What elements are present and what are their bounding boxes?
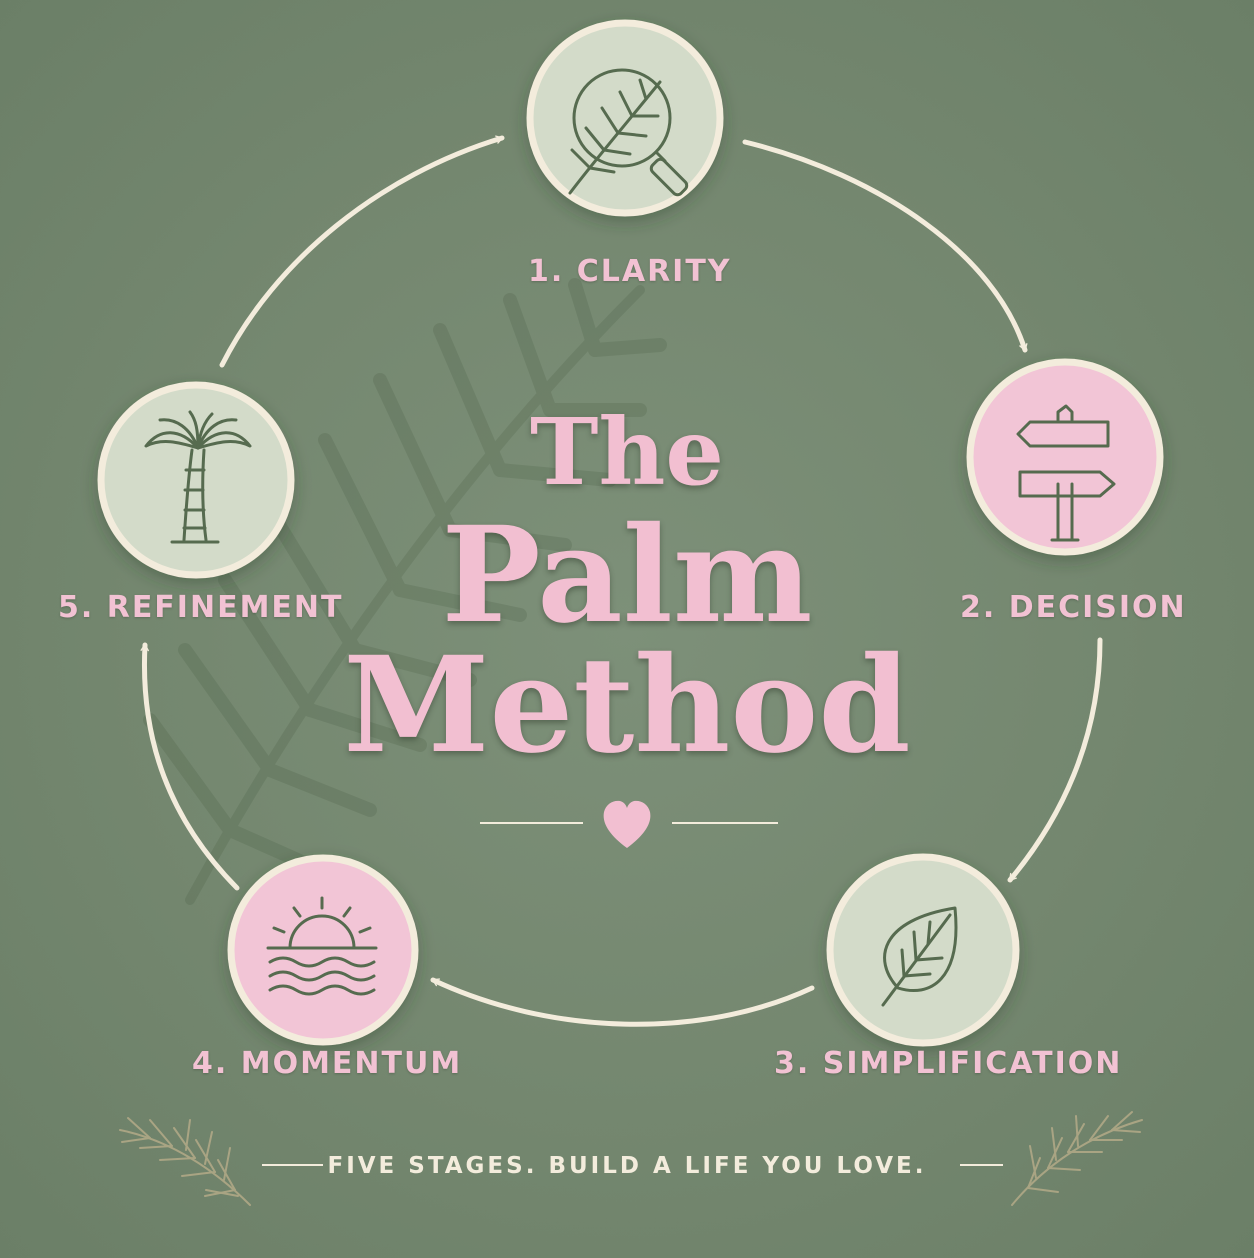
stage-momentum-node[interactable] [227,854,419,1046]
stage-label-simplification: 3. SIMPLIFICATION [774,1046,1123,1081]
sunrise-waves-icon [266,896,378,996]
palm-leaf-magnifier-icon [568,68,689,197]
leaf-icon [881,906,958,1007]
heart-icon [603,800,651,848]
title-line-3: Method [343,628,911,783]
stage-label-refinement: 5. REFINEMENT [58,590,344,625]
stage-label-momentum: 4. MOMENTUM [192,1046,463,1081]
footer-palm-sprig-left [119,1117,251,1206]
cycle-arrows [140,135,1103,1027]
stage-clarity-node[interactable] [526,19,724,217]
stage-decision-node[interactable] [966,358,1164,556]
arrow-refinement-to-clarity [219,135,505,368]
arrow-momentum-to-refinement [140,642,240,891]
arrow-simplification-to-momentum [430,977,815,1027]
arrow-decision-to-simplification [1007,637,1103,883]
signpost-icon [1016,404,1116,542]
title-line-2: Palm [441,498,813,653]
palm-tree-icon [144,410,252,544]
arrow-clarity-to-decision [742,139,1028,353]
tagline: FIVE STAGES. BUILD A LIFE YOU LOVE. [327,1153,927,1179]
title-line-1: The [530,398,724,506]
background-palm-frond [143,278,667,905]
stage-simplification-node[interactable] [826,853,1020,1047]
stage-label-decision: 2. DECISION [960,590,1187,625]
stage-label-clarity: 1. CLARITY [528,254,732,289]
footer-palm-sprig-right [1011,1111,1143,1206]
stage-refinement-node[interactable] [97,381,295,579]
